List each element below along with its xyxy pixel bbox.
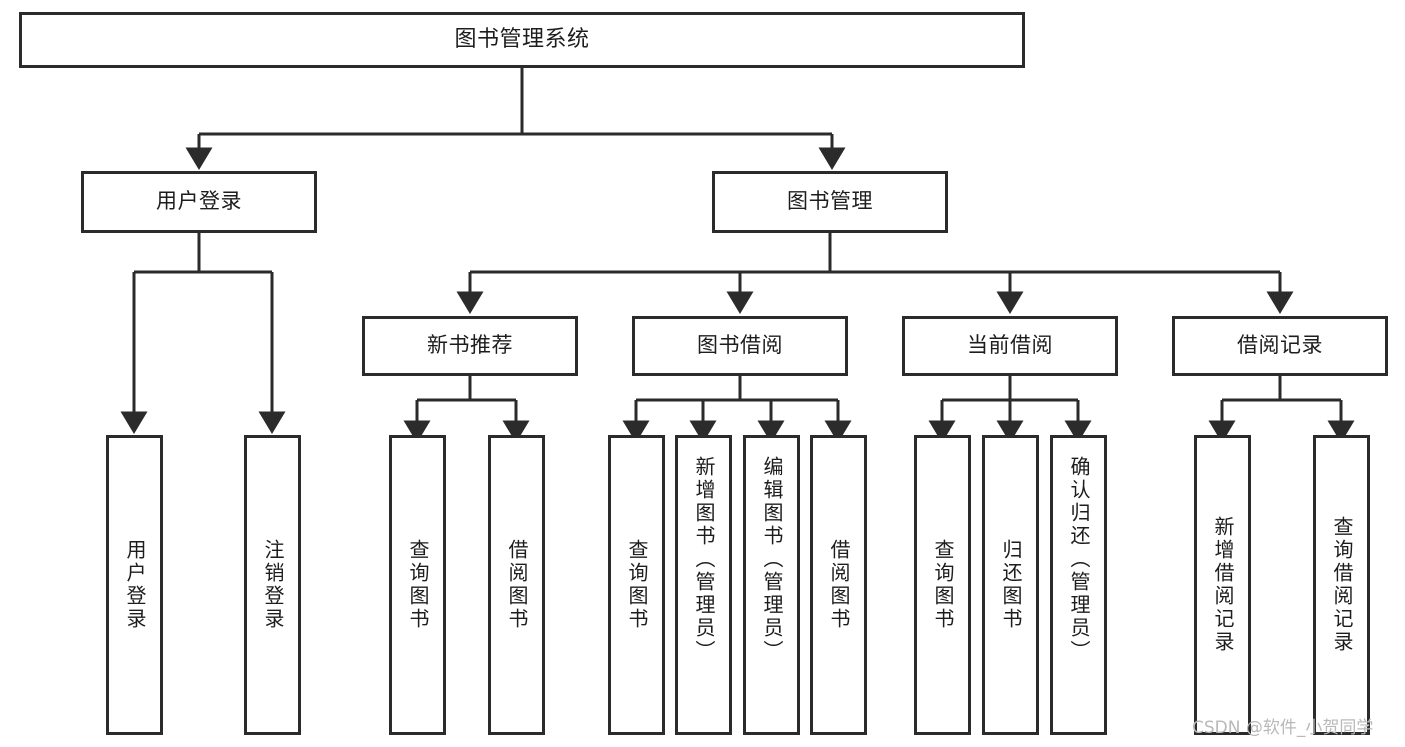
node-label: 图书管理 [787, 189, 873, 214]
node-label: 用户登录 [123, 539, 147, 631]
node-label: 借阅图书 [505, 539, 529, 631]
leaf-records-query-record[interactable]: 查询借阅记录 [1313, 435, 1370, 735]
node-label: 图书借阅 [697, 333, 783, 358]
leaf-current-confirm-return[interactable]: 确认归还（管理员） [1050, 435, 1107, 735]
node-label: 借阅记录 [1237, 333, 1323, 358]
node-book-management[interactable]: 图书管理 [712, 171, 948, 233]
node-label: 确认归还（管理员） [1067, 456, 1091, 663]
leaf-records-add-record[interactable]: 新增借阅记录 [1194, 435, 1251, 735]
leaf-current-query-book[interactable]: 查询图书 [914, 435, 971, 735]
leaf-user-login-logout[interactable]: 注销登录 [244, 435, 301, 735]
node-label: 用户登录 [156, 189, 242, 214]
node-label: 归还图书 [999, 539, 1023, 631]
node-label: 查询借阅记录 [1330, 516, 1354, 654]
leaf-user-login-login[interactable]: 用户登录 [106, 435, 163, 735]
node-label: 图书管理系统 [454, 26, 590, 52]
node-current-borrow[interactable]: 当前借阅 [902, 316, 1118, 376]
leaf-borrow-edit-book[interactable]: 编辑图书（管理员） [743, 435, 800, 735]
node-label: 新增图书（管理员） [692, 456, 716, 663]
leaf-borrow-query-book[interactable]: 查询图书 [608, 435, 665, 735]
leaf-borrow-add-book[interactable]: 新增图书（管理员） [675, 435, 732, 735]
leaf-current-return-book[interactable]: 归还图书 [982, 435, 1039, 735]
node-label: 编辑图书（管理员） [760, 456, 784, 663]
leaf-new-book-borrow[interactable]: 借阅图书 [488, 435, 545, 735]
node-label: 查询图书 [931, 539, 955, 631]
node-new-book-recommend[interactable]: 新书推荐 [362, 316, 578, 376]
node-borrow-records[interactable]: 借阅记录 [1172, 316, 1388, 376]
node-label: 借阅图书 [827, 539, 851, 631]
node-label: 查询图书 [406, 539, 430, 631]
node-label: 查询图书 [625, 539, 649, 631]
leaf-borrow-borrow-book[interactable]: 借阅图书 [810, 435, 867, 735]
node-label: 新增借阅记录 [1211, 516, 1235, 654]
node-user-login[interactable]: 用户登录 [81, 171, 317, 233]
node-root-system[interactable]: 图书管理系统 [19, 12, 1025, 68]
csdn-watermark: CSDN @软件_小贺同学 [1192, 718, 1374, 738]
node-label: 注销登录 [261, 539, 285, 631]
node-label: 新书推荐 [427, 333, 513, 358]
leaf-new-book-query[interactable]: 查询图书 [389, 435, 446, 735]
node-label: 当前借阅 [967, 333, 1053, 358]
node-book-borrow[interactable]: 图书借阅 [632, 316, 848, 376]
